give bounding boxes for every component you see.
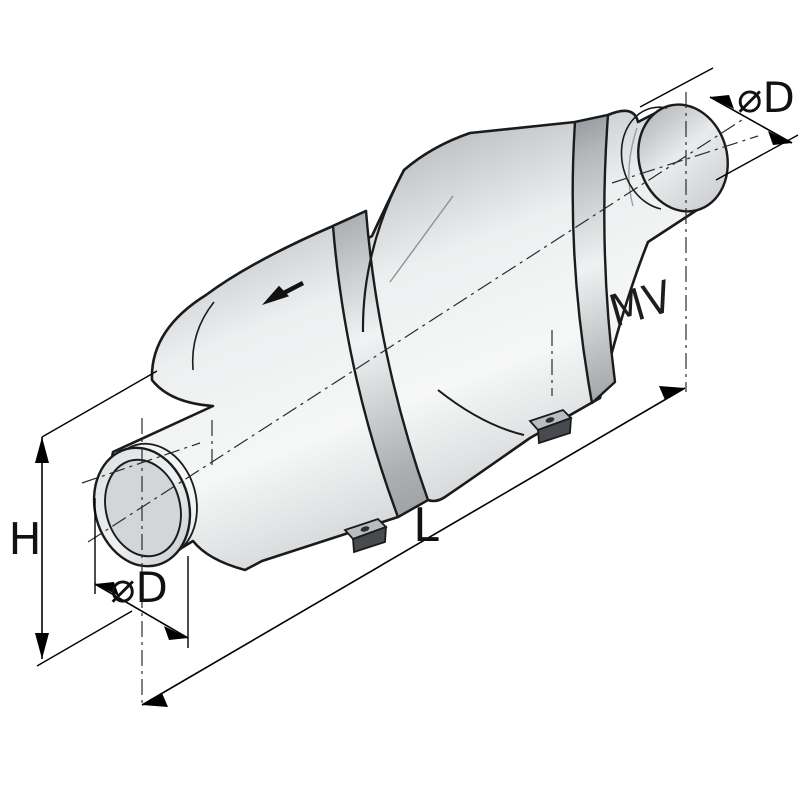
mounting-foot-left: [343, 517, 388, 554]
centerline-outlet-cross: [611, 135, 759, 184]
clamp-band-right: [571, 113, 617, 405]
cone-joint-edge-lower: [437, 389, 525, 436]
mounting-foot-right: [528, 408, 573, 445]
outlet-rim-edge: [620, 106, 668, 210]
dimension-height: [35, 370, 158, 667]
centerline-inlet-cross: [81, 442, 201, 484]
flow-direction-arrow-icon: [262, 281, 305, 305]
cone-joint-edge: [361, 169, 405, 333]
height-label: H: [8, 514, 41, 565]
outlet-diameter-label: ⌀D: [737, 73, 795, 122]
dome-rim-arc-left: [191, 301, 215, 371]
centerline-axis: [87, 117, 746, 543]
clamp-band-left: [331, 209, 430, 519]
dimension-inlet-diameter: [94, 498, 189, 648]
dimension-outlet-diameter: [639, 67, 799, 181]
dome-shoulder-line: [628, 127, 638, 207]
centerlines: [81, 92, 759, 708]
muffler-body: MV: [92, 103, 729, 572]
inlet-bore: [104, 458, 182, 558]
inlet-diameter-label: ⌀D: [110, 563, 168, 612]
length-label: L: [413, 498, 439, 552]
cone-highlight-line: [389, 195, 454, 283]
dimension-length: [141, 386, 686, 707]
